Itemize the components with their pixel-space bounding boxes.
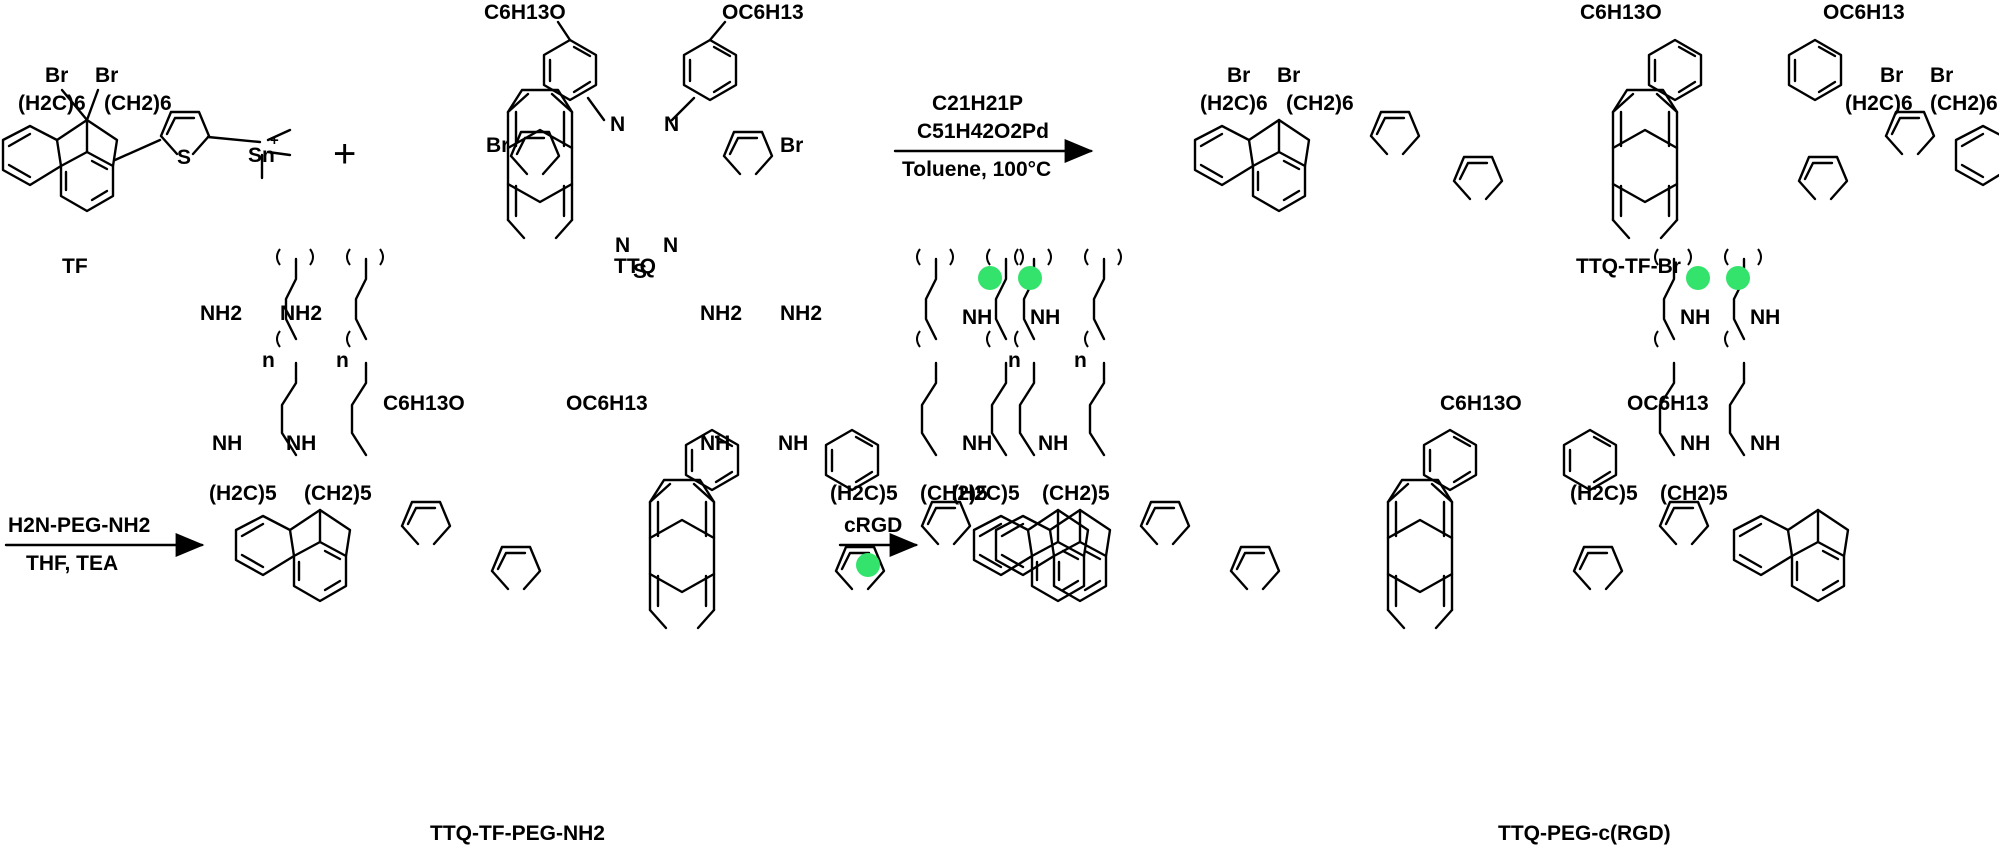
product1-molecule: C6H13O OC6H13 (H2C)6 (CH2)6 (H2C)6 (CH2)…	[1193, 1, 1999, 240]
p2-n-2: n	[336, 349, 349, 372]
product3-label: TTQ-PEG-c(RGD)	[1498, 822, 1671, 845]
p3-nh-top-1: NH	[962, 306, 992, 329]
tf-chain-right: (CH2)6	[104, 92, 172, 115]
crgd-dot-3	[1686, 266, 1710, 290]
p1-br-2: Br	[1277, 64, 1300, 87]
p1-chain-left: (H2C)6	[1200, 92, 1268, 115]
step1-conditions: Toluene, 100°C	[902, 158, 1051, 181]
ttq-alkoxy-left: C6H13O	[484, 1, 566, 24]
step2-conditions: THF, TEA	[26, 552, 118, 575]
product2-molecule: (H2C)5 (CH2)5 NH NH NH2 NH2 n n C6H13O O…	[200, 247, 1112, 630]
step1-reagent-1: C21H21P	[932, 92, 1023, 115]
crgd-dot-2	[1018, 266, 1042, 290]
p2-nh-1: NH	[212, 432, 242, 455]
ttq-br-right: Br	[780, 134, 803, 157]
ttq-molecule: C6H13O OC6H13 N N N N S Br Br	[484, 1, 804, 283]
p3-chain-right: (CH2)5	[1042, 482, 1110, 505]
p3-chain-right-2: (CH2)5	[1660, 482, 1728, 505]
p2-n-1: n	[262, 349, 275, 372]
p2-nh2-4: NH2	[780, 302, 822, 325]
step2-reagent: H2N-PEG-NH2	[8, 514, 150, 537]
p1-br-4: Br	[1930, 64, 1953, 87]
p2-nh-3: NH	[700, 432, 730, 455]
p3-chain-left: (H2C)5	[952, 482, 1020, 505]
p2-chain-right: (CH2)5	[304, 482, 372, 505]
product2-label: TTQ-TF-PEG-NH2	[430, 822, 605, 845]
ttq-s-core: S	[633, 260, 647, 283]
crgd-dot-1	[978, 266, 1002, 290]
crgd-dot-4	[1726, 266, 1750, 290]
p1-chain-left-2: (H2C)6	[1845, 92, 1913, 115]
tf-sulfur-label: S	[177, 146, 191, 169]
ttq-label: TTQ	[614, 255, 656, 278]
p3-nh-2: NH	[1038, 432, 1068, 455]
p3-chain-left-2: (H2C)5	[1570, 482, 1638, 505]
tf-molecule: S Sn + (H2C)6 (CH2)6 Br Br	[1, 64, 292, 213]
tf-label: TF	[62, 255, 88, 278]
ttq-alkoxy-right: OC6H13	[722, 1, 804, 24]
p2-nh-2: NH	[286, 432, 316, 455]
p2-chain-left-2: (H2C)5	[830, 482, 898, 505]
product1-label: TTQ-TF-Br	[1576, 255, 1681, 278]
p1-chain-right: (CH2)6	[1286, 92, 1354, 115]
p2-nh2-3: NH2	[700, 302, 742, 325]
tf-br-left: Br	[45, 64, 68, 87]
ttq-n-bottom-right: N	[663, 234, 678, 257]
p2-chain-right-2: (CH2)5	[920, 482, 988, 505]
product3-molecule: C6H13O OC6H13 (H2C)5 (CH2)5 (H2C)5 (CH2)…	[952, 247, 1850, 630]
tf-chain-left: (H2C)6	[18, 92, 86, 115]
p2-alkoxy-left: C6H13O	[383, 392, 465, 415]
p3-alkoxy-right: OC6H13	[1627, 392, 1709, 415]
p1-chain-right-2: (CH2)6	[1930, 92, 1998, 115]
p3-nh-1: NH	[962, 432, 992, 455]
p3-nh-top-4: NH	[1750, 306, 1780, 329]
plus-sign: +	[333, 132, 356, 176]
p3-nh-4: NH	[1750, 432, 1780, 455]
p1-alkoxy-left: C6H13O	[1580, 1, 1662, 24]
svg-text:+: +	[270, 132, 279, 149]
p2-chain-left: (H2C)5	[209, 482, 277, 505]
p1-br-1: Br	[1227, 64, 1250, 87]
p1-alkoxy-right: OC6H13	[1823, 1, 1905, 24]
p2-alkoxy-right: OC6H13	[566, 392, 648, 415]
p3-nh-top-3: NH	[1680, 306, 1710, 329]
p3-nh-3: NH	[1680, 432, 1710, 455]
p1-br-3: Br	[1880, 64, 1903, 87]
p3-n-1: n	[1008, 349, 1021, 372]
ttq-br-left: Br	[486, 134, 509, 157]
p2-nh-4: NH	[778, 432, 808, 455]
step3-reagent: cRGD	[844, 514, 902, 537]
p2-nh2-1: NH2	[200, 302, 242, 325]
p2-nh2-2: NH2	[280, 302, 322, 325]
tf-tin-label: Sn	[248, 144, 275, 167]
p3-n-2: n	[1074, 349, 1087, 372]
crgd-marker	[856, 553, 880, 577]
step1-reagent-2: C51H42O2Pd	[917, 120, 1049, 143]
p3-nh-top-2: NH	[1030, 306, 1060, 329]
ttq-n-left: N	[610, 113, 625, 136]
ttq-n-right: N	[664, 113, 679, 136]
ttq-n-bottom-left: N	[615, 234, 630, 257]
tf-br-right: Br	[95, 64, 118, 87]
p3-alkoxy-left: C6H13O	[1440, 392, 1522, 415]
